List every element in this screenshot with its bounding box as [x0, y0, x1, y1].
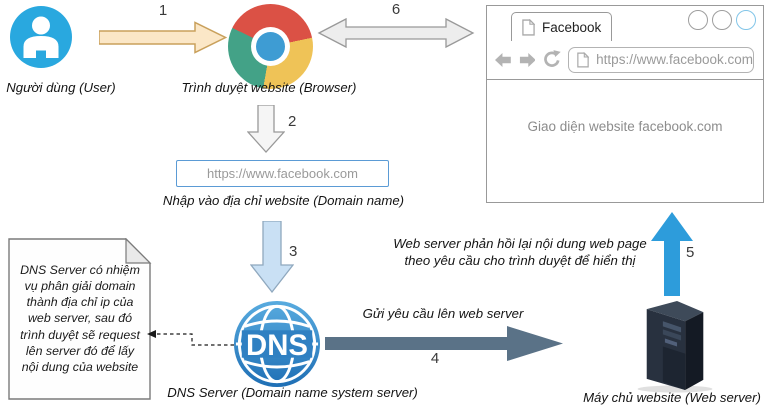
- step-1-number: 1: [158, 2, 168, 19]
- forward-icon: [519, 52, 536, 67]
- browser-toolbar: https://www.facebook.com: [487, 40, 763, 80]
- domain-input-caption: Nhập vào địa chỉ website (Domain name): [162, 193, 405, 208]
- back-icon: [495, 52, 511, 67]
- dashed-connector-dns-to-note: [147, 330, 234, 346]
- window-circle-1: [688, 10, 708, 30]
- website-content-text: Giao diện website facebook.com: [527, 119, 723, 134]
- window-circle-2: [712, 10, 732, 30]
- step-3-number: 3: [289, 243, 298, 260]
- arrow-6-browser-window: [317, 17, 475, 49]
- request-annotation: Gửi yêu cầu lên web server: [362, 306, 524, 321]
- step-2-number: 2: [288, 113, 297, 130]
- domain-input-box: https://www.facebook.com: [176, 160, 389, 187]
- tab-title: Facebook: [542, 19, 602, 35]
- dns-icon-text: DNS: [246, 329, 308, 362]
- chrome-blue-center: [256, 32, 285, 61]
- arrow-3-input-to-dns: [250, 221, 294, 293]
- step-5-number: 5: [686, 244, 695, 261]
- page-icon: [577, 51, 590, 67]
- user-icon: [10, 6, 72, 68]
- browser-window-mock: Facebook https://www.facebook.com: [486, 5, 764, 203]
- note-text: DNS Server có nhiệm vụ phân giải domain …: [20, 263, 140, 374]
- web-server-label: Máy chủ website (Web server): [583, 390, 761, 405]
- browser-label: Trình duyệt website (Browser): [181, 80, 357, 95]
- web-server-icon: [637, 301, 713, 393]
- arrow-2-browser-to-input: [247, 105, 285, 153]
- step-6-number: 6: [391, 1, 401, 18]
- chrome-browser-icon: [228, 4, 313, 89]
- step-4-number: 4: [430, 350, 440, 367]
- address-bar: https://www.facebook.com: [568, 46, 754, 73]
- address-bar-url: https://www.facebook.com: [596, 52, 753, 67]
- response-annotation: Web server phản hồi lại nội dung web pag…: [393, 236, 647, 268]
- note-document-shape: [8, 238, 152, 400]
- window-circle-3: [736, 10, 756, 30]
- browser-tab: Facebook: [511, 12, 612, 41]
- user-label: Người dùng (User): [6, 80, 116, 95]
- reload-icon: [544, 50, 562, 67]
- domain-input-value: https://www.facebook.com: [206, 166, 358, 181]
- arrow-5-webserver-to-window: [651, 212, 693, 296]
- arrow-4-dns-to-webserver: [325, 326, 563, 361]
- dns-server-icon: DNS: [233, 300, 321, 388]
- dns-server-label: DNS Server (Domain name system server): [167, 385, 418, 400]
- arrow-1-user-to-browser: [99, 21, 227, 54]
- page-icon: [522, 18, 535, 36]
